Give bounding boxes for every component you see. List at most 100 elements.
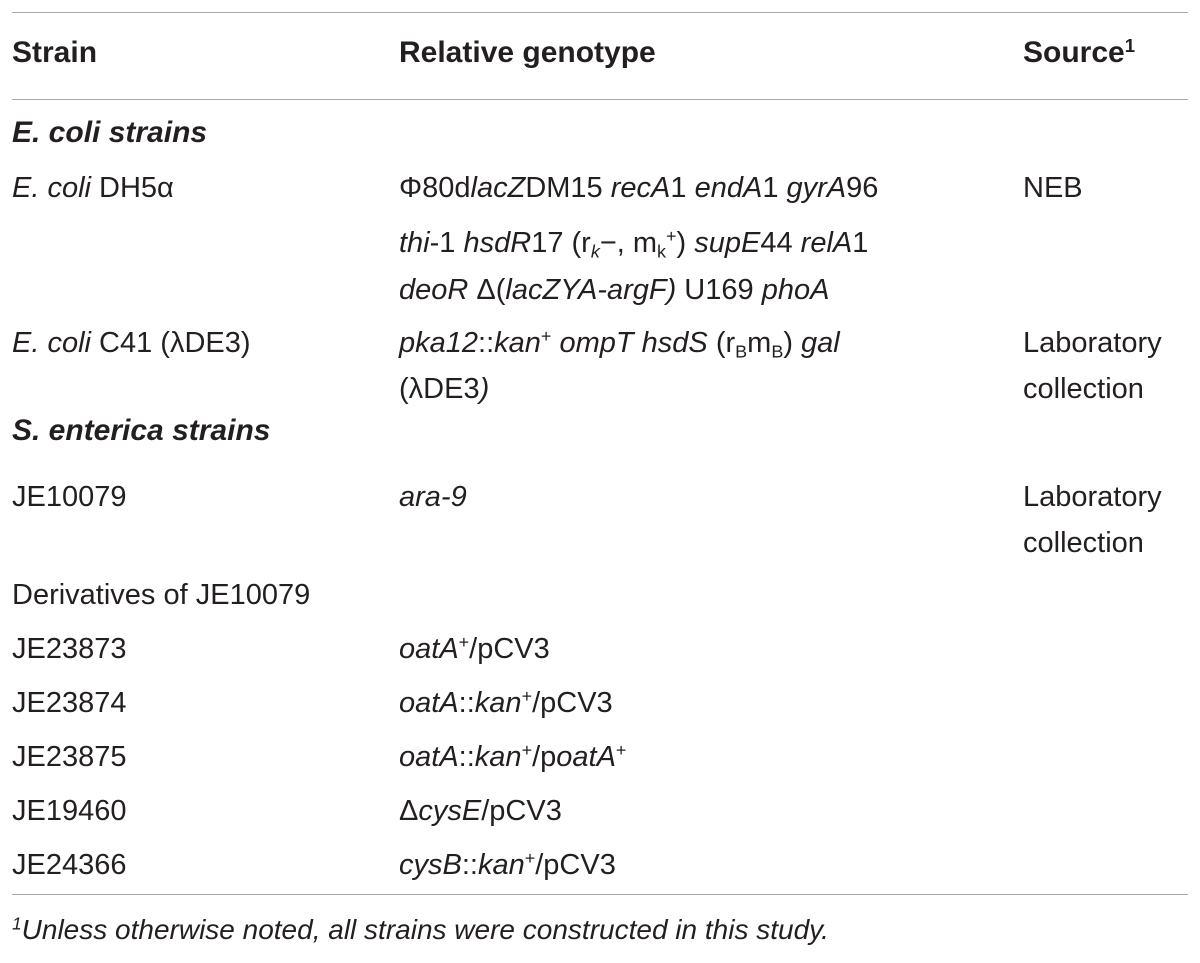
genotype-fragment: ): [783, 327, 802, 359]
genotype-fragment: 1: [852, 227, 869, 259]
genotype-fragment: -1: [429, 227, 464, 259]
genotype-fragment: m: [747, 327, 772, 359]
strain-dh5a: E. coli DH5α: [12, 165, 174, 211]
strain-dh5a-name: DH5α: [90, 172, 174, 204]
genotype-fragment: thi: [399, 227, 430, 259]
genotype-fragment: ompT hsdS: [559, 327, 708, 359]
genotype-fragment: oatA: [399, 687, 459, 719]
section-title-ecoli: E. coli strains: [12, 116, 208, 149]
footnote-text: Unless otherwise noted, all strains were…: [21, 914, 829, 945]
genotype-fragment: k: [657, 241, 667, 262]
genotype-je10079: ara-9: [399, 481, 467, 513]
genotype-fragment: oatA: [399, 633, 459, 665]
genotype-je23873: oatA+/pCV3: [399, 626, 550, 672]
genotype-fragment: B: [735, 341, 748, 362]
genotype-fragment: (r: [707, 327, 736, 359]
header-source: Source1: [1023, 30, 1135, 76]
strain-je24366: JE24366: [12, 849, 127, 881]
genotype-c41-line1: pka12::kan+ ompT hsdS (rBmB) gal: [399, 320, 840, 366]
table-bottom-rule: [12, 894, 1188, 895]
genotype-fragment: endA: [694, 172, 763, 204]
strain-je23873: JE23873: [12, 633, 127, 665]
genotype-fragment: /pCV3: [532, 687, 613, 719]
genotype-dh5a-line3: deoR Δ(lacZYA-argF) U169 phoA: [399, 267, 829, 313]
genotype-je23874: oatA::kan+/pCV3: [399, 680, 613, 726]
source-c41-line1: Laboratory: [1023, 327, 1162, 359]
strain-je10079: JE10079: [12, 481, 127, 513]
source-je10079-line1: Laboratory: [1023, 481, 1162, 513]
source-c41-line2: collection: [1023, 373, 1144, 405]
genotype-fragment: ): [676, 227, 695, 259]
section-title-senterica: S. enterica strains: [12, 414, 271, 447]
genotype-fragment: +: [521, 686, 533, 707]
genotype-fragment: /pCV3: [481, 795, 562, 827]
genotype-dh5a-line2: thi-1 hsdR17 (rk−, mk+) supE44 relA1: [399, 220, 868, 266]
genotype-fragment: 44: [760, 227, 801, 259]
genotype-fragment: B: [771, 341, 784, 362]
table-footnote: 1Unless otherwise noted, all strains wer…: [12, 910, 829, 950]
genotype-fragment: +: [666, 226, 677, 247]
genotype-je24366: cysB::kan+/pCV3: [399, 842, 616, 888]
genotype-fragment: Δ: [399, 795, 419, 827]
genotype-fragment: cysB: [399, 849, 462, 881]
genotype-je19460: ΔcysE/pCV3: [399, 788, 562, 834]
strain-je23875: JE23875: [12, 741, 127, 773]
genotype-fragment: k: [590, 241, 600, 262]
genotype-fragment: pka12: [399, 327, 479, 359]
footnote-mark: 1: [12, 913, 22, 934]
header-source-label: Source: [1023, 36, 1125, 69]
genotype-fragment: oatA: [399, 741, 459, 773]
genotype-fragment: gal: [801, 327, 840, 359]
genotype-fragment: kan: [477, 849, 525, 881]
source-je10079-line2: collection: [1023, 527, 1144, 559]
genotype-fragment: cysE: [418, 795, 482, 827]
header-source-footnote-mark: 1: [1124, 34, 1136, 56]
genotype-fragment: ::: [458, 687, 475, 719]
genotype-fragment: (λDE3: [399, 373, 480, 405]
genotype-fragment: ::: [461, 849, 478, 881]
genotype-fragment: 1: [670, 172, 695, 204]
strain-c41-name: C41 (λDE3): [90, 327, 251, 359]
genotype-fragment: 96: [846, 172, 879, 204]
strain-c41-species: E. coli: [12, 327, 91, 359]
genotype-fragment: 1: [762, 172, 787, 204]
strain-dh5a-species: E. coli: [12, 172, 91, 204]
source-dh5a: NEB: [1023, 172, 1083, 204]
genotype-fragment: kan: [474, 741, 522, 773]
genotype-fragment: 17 (r: [531, 227, 591, 259]
genotype-fragment: −, m: [599, 227, 658, 259]
genotype-fragment: /p: [532, 741, 557, 773]
genotype-fragment: ::: [458, 741, 475, 773]
table-top-rule: [12, 12, 1188, 13]
genotype-c41-line2: (λDE3): [399, 366, 489, 412]
derivatives-label: Derivatives of JE10079: [12, 579, 311, 611]
genotype-fragment: Φ80d: [399, 172, 471, 204]
genotype-fragment: /pCV3: [469, 633, 550, 665]
genotype-fragment: /pCV3: [535, 849, 616, 881]
genotype-fragment: kan: [494, 327, 541, 359]
genotype-fragment: ::: [478, 327, 495, 359]
genotype-fragment: deoR: [399, 274, 469, 306]
genotype-fragment: +: [540, 326, 552, 347]
genotype-fragment: relA: [800, 227, 853, 259]
genotype-je23875: oatA::kan+/poatA+: [399, 734, 626, 780]
genotype-fragment: +: [615, 740, 627, 761]
genotype-fragment: Δ(: [468, 274, 506, 306]
genotype-fragment: lacZYA-argF): [505, 274, 677, 306]
genotype-fragment: phoA: [761, 274, 830, 306]
genotype-fragment: ): [479, 373, 490, 405]
genotype-fragment: hsdR: [463, 227, 532, 259]
strain-je23874: JE23874: [12, 687, 127, 719]
genotype-fragment: +: [524, 848, 536, 869]
genotype-fragment: DM15: [525, 172, 611, 204]
genotype-dh5a-line1: Φ80dlacZDM15 recA1 endA1 gyrA96: [399, 165, 878, 211]
genotype-fragment: supE: [694, 227, 761, 259]
genotype-fragment: lacZ: [470, 172, 526, 204]
header-genotype: Relative genotype: [399, 36, 656, 69]
genotype-fragment: +: [521, 740, 533, 761]
genotype-fragment: +: [458, 632, 470, 653]
genotype-fragment: recA: [610, 172, 671, 204]
genotype-fragment: oatA: [556, 741, 616, 773]
genotype-fragment: gyrA: [786, 172, 847, 204]
strain-je19460: JE19460: [12, 795, 127, 827]
